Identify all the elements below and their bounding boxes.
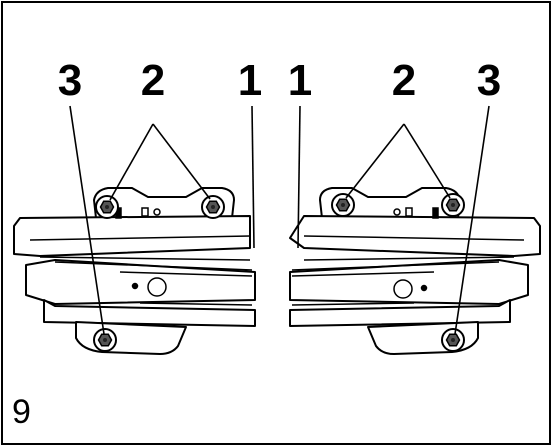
right-crossmember-details	[291, 207, 525, 306]
callout-2-left: 2	[141, 56, 165, 105]
callout-3-right: 3	[477, 56, 501, 105]
figure-number: 9	[12, 393, 31, 431]
leader-lines	[69, 105, 490, 335]
bolt-upper-right-outer	[441, 193, 465, 217]
callout-3-left: 3	[58, 56, 82, 105]
right-crossmember	[289, 187, 541, 355]
left-crossmember-details	[29, 207, 253, 306]
bolt-upper-left-outer	[95, 195, 119, 219]
callout-1-left: 1	[238, 56, 262, 105]
left-crossmember	[13, 187, 256, 355]
callout-1-right: 1	[288, 56, 312, 105]
bolt-lower-left	[93, 328, 117, 352]
callout-2-right: 2	[392, 56, 416, 105]
bolt-lower-right	[441, 328, 465, 352]
bolt-upper-right-inner	[331, 193, 355, 217]
bolt-upper-left-inner	[201, 195, 225, 219]
